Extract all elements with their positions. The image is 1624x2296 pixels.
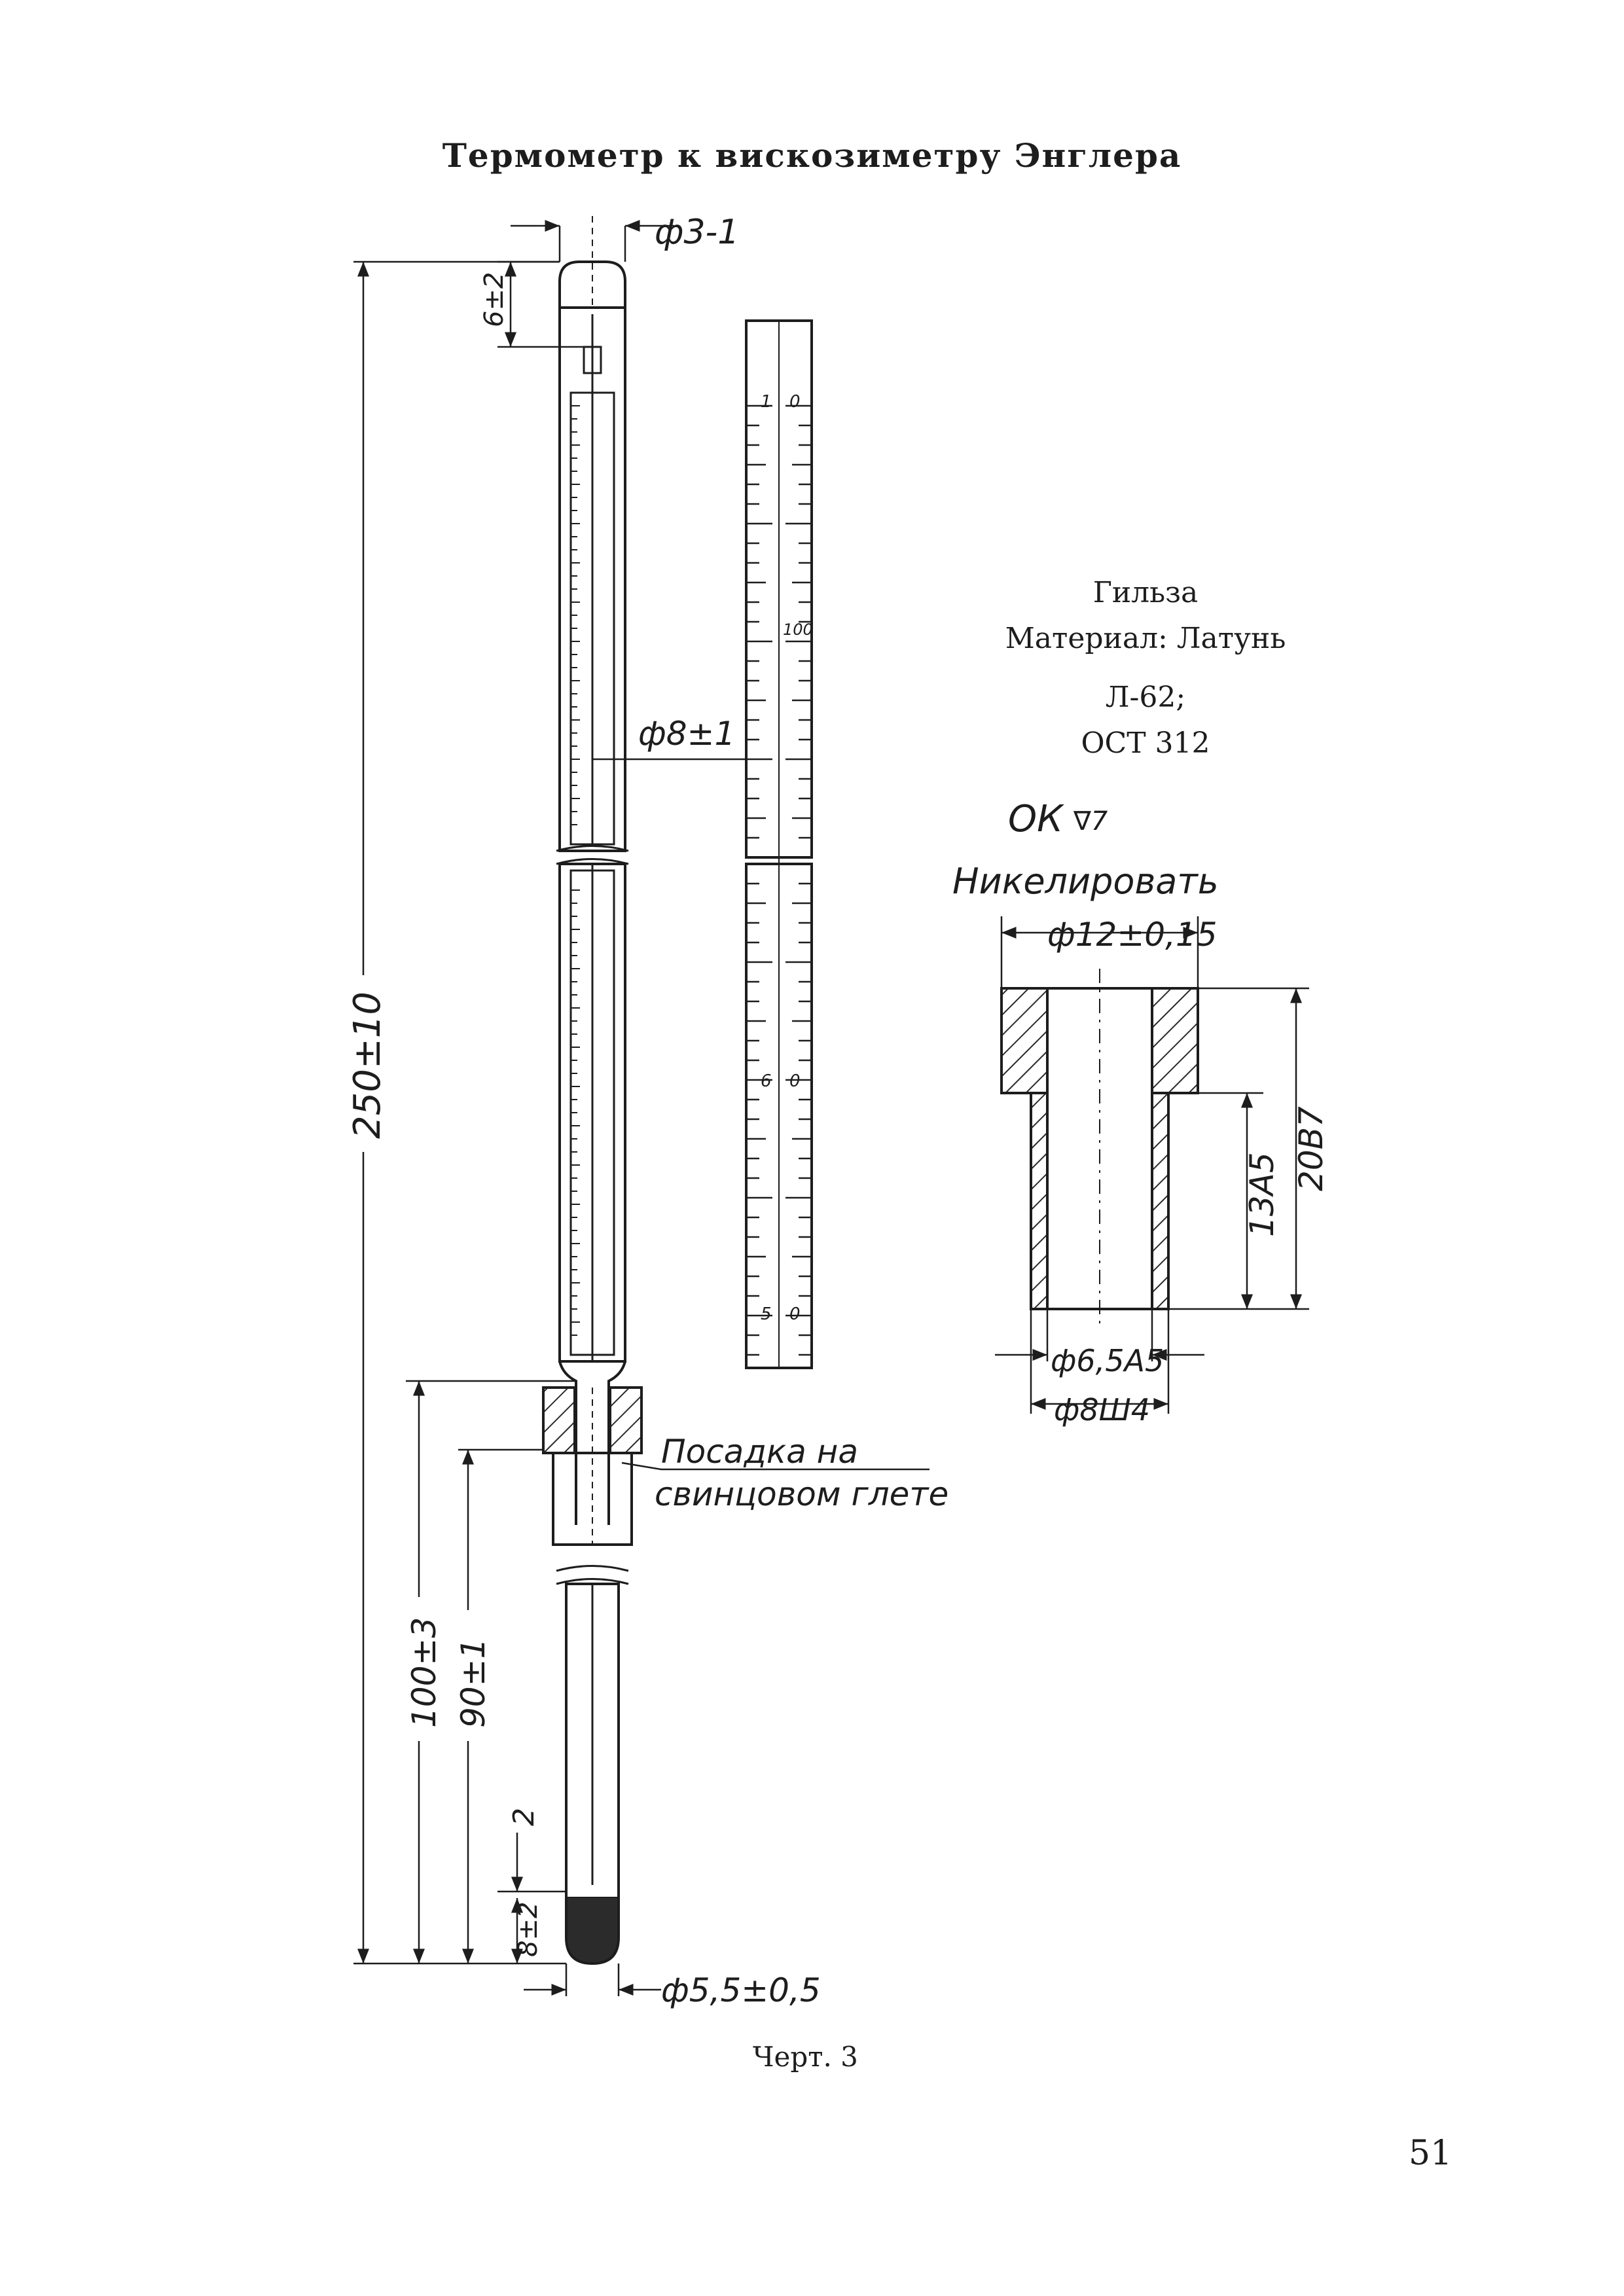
sleeve-material: Материал: Латунь — [1005, 622, 1286, 655]
dim-fitting: 90±1 — [454, 1638, 492, 1728]
scale-label-top-b: 0 — [789, 392, 801, 412]
dim-bulb-gap: 2 — [507, 1808, 541, 1826]
enlarged-scale — [745, 319, 813, 1369]
scale-label-lower-a: 6 — [761, 1071, 772, 1091]
dim-bulb-diameter: ф5,5±0,5 — [661, 1971, 821, 2009]
sleeve-title: Гильза — [1092, 576, 1199, 609]
sleeve-standard: ОСТ 312 — [1081, 726, 1210, 760]
dim-total-length: 250±10 — [346, 992, 389, 1139]
dim-immersion: 100±3 — [405, 1617, 443, 1728]
dim-stem-diameter: ф8±1 — [638, 715, 735, 753]
scale-label-mid: 100 — [783, 620, 813, 639]
finish-symbol: ОК — [1008, 798, 1064, 840]
thermometer-top-cap — [558, 260, 626, 308]
finish-note: Никелировать — [952, 861, 1219, 902]
page-number: 51 — [1409, 2134, 1453, 2173]
dim-bulb: 8±2 — [513, 1902, 543, 1957]
sleeve-dim-outer-lower: ф8Ш4 — [1054, 1392, 1150, 1427]
dim-top-diameter: ф3-1 — [655, 213, 739, 252]
fitting-right-wall — [609, 1386, 643, 1454]
scale-label-top-a: 1 — [761, 392, 772, 412]
sleeve-drawing — [1000, 969, 1199, 1329]
scale-label-bottom-a: 5 — [761, 1304, 772, 1324]
sleeve-grade: Л-62; — [1105, 681, 1186, 714]
thermometer-bulb — [565, 1898, 620, 1965]
sleeve-wall-upper-left — [1000, 987, 1049, 1094]
sleeve-wall-lower-left — [1030, 1092, 1049, 1310]
sleeve-wall-lower-right — [1151, 1092, 1170, 1310]
sleeve-dim-bore-depth: 13А5 — [1243, 1152, 1281, 1237]
thermometer-upper-ticks — [571, 405, 580, 1336]
scale-label-bottom-b: 0 — [789, 1304, 801, 1324]
sleeve-dim-height: 20В7 — [1292, 1106, 1330, 1191]
fitting-left-wall — [542, 1386, 576, 1454]
fitting-note-line1: Посадка на — [661, 1433, 858, 1471]
sleeve-dim-inner-diameter: ф6,5А5 — [1051, 1343, 1164, 1378]
enlarged-scale-ticks — [746, 404, 812, 1356]
sleeve-dimension-lines — [995, 916, 1309, 1414]
thermometer-upper-section — [558, 306, 626, 852]
sleeve-dim-outer-top: ф12±0,15 — [1047, 916, 1218, 954]
scale-label-lower-b: 0 — [789, 1071, 801, 1091]
finish-grade: ∇7 — [1073, 806, 1108, 836]
dim-top-cap: 6±2 — [479, 272, 509, 327]
document-title: Термометр к вискозиметру Энглера — [442, 136, 1182, 175]
fitting-note-line2: свинцовом глете — [655, 1475, 948, 1513]
thermometer — [542, 216, 643, 1965]
sleeve-wall-upper-right — [1151, 987, 1199, 1094]
figure-caption: Черт. 3 — [753, 2041, 858, 2073]
thermometer-dimension-lines — [353, 220, 929, 1996]
